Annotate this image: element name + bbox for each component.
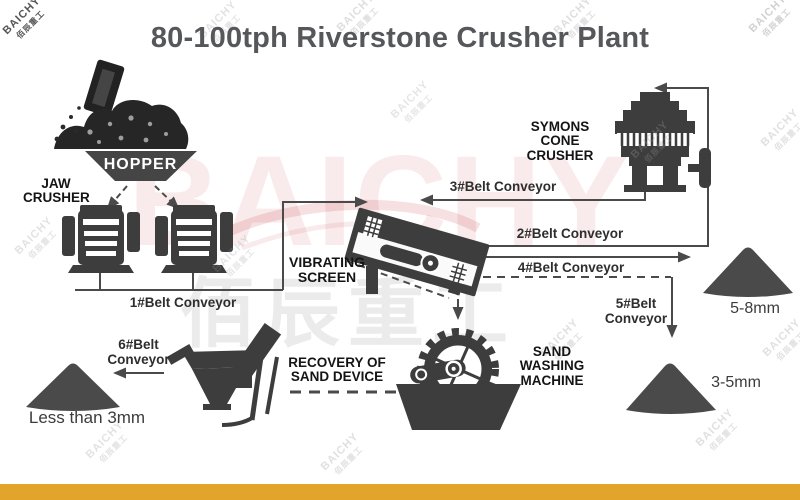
riverstone-pile-icon (54, 59, 189, 149)
vibrating-screen-icon (344, 207, 490, 297)
product-less-3mm-label: Less than 3mm (28, 408, 146, 427)
belt1-to-screen-arrow (282, 196, 368, 290)
sand-recovery-device-icon (166, 322, 282, 427)
cone-crusher-label: SYMONS CONE CRUSHER (526, 119, 594, 163)
belt5-label: 5#Belt Conveyor (604, 296, 668, 327)
belt4-label: 4#Belt Conveyor (517, 260, 625, 275)
hopper-label: HOPPER (103, 156, 178, 173)
belt1-label: 1#Belt Conveyor (129, 295, 237, 310)
product-3-5mm-label: 3-5mm (711, 374, 761, 391)
belt3-label: 3#Belt Conveyor (449, 179, 557, 194)
cone-crusher-icon (615, 92, 711, 192)
pile-less-3mm (26, 363, 120, 411)
sand-washing-machine-label: SAND WASHING MACHINE (519, 344, 585, 388)
jaw-crusher-icon-2 (155, 205, 233, 273)
jaw-crusher-icon-1 (62, 205, 140, 273)
screen-underflow-left (346, 260, 450, 299)
footer-accent-bar (0, 484, 800, 500)
jaw-crusher-label: JAW CRUSHER (23, 176, 90, 206)
hopper-icon (85, 151, 197, 181)
pile-3-5mm (626, 363, 716, 414)
belt2-label: 2#Belt Conveyor (516, 226, 624, 241)
recovery-device-label: RECOVERY OF SAND DEVICE (288, 355, 386, 385)
page-title: 80-100tph Riverstone Crusher Plant (150, 22, 650, 54)
hopper-to-jaw1-arrow (106, 185, 128, 210)
hopper-to-jaw2-arrow (154, 185, 180, 210)
vibrating-screen-label: VIBRATING SCREEN (289, 254, 365, 285)
belt6-label: 6#Belt Conveyor (107, 337, 170, 368)
pile-5-8mm (703, 247, 793, 297)
sand-washing-machine-icon (396, 328, 521, 430)
product-5-8mm-label: 5-8mm (730, 300, 780, 317)
